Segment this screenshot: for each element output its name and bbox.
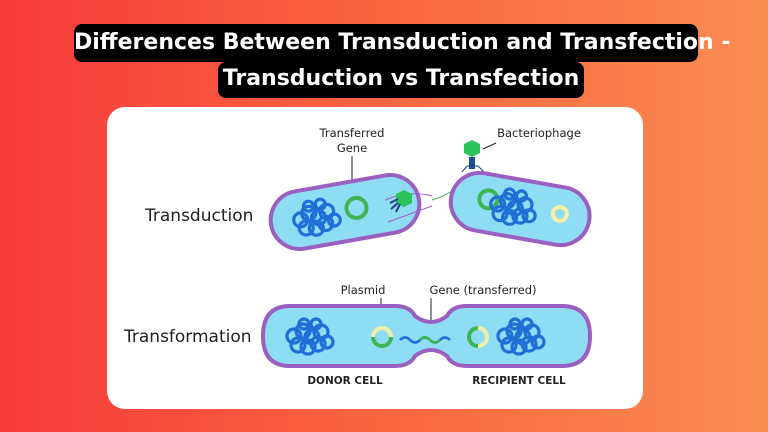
bacteriophage-icon bbox=[461, 140, 485, 173]
label-transferred-gene-line1: Transferred bbox=[319, 126, 385, 140]
row-label-transduction: Transduction bbox=[144, 206, 253, 226]
label-transferred-gene-line2: Gene bbox=[337, 141, 367, 155]
donor-cell-transduction bbox=[268, 173, 422, 251]
label-donor-cell: DONOR CELL bbox=[307, 375, 383, 387]
recipient-cell-transduction bbox=[448, 170, 592, 248]
label-gene-transferred: Gene (transferred) bbox=[429, 283, 536, 297]
title-line-2: Transduction vs Transfection bbox=[218, 62, 584, 98]
label-plasmid: Plasmid bbox=[341, 283, 386, 297]
title-line-1: Differences Between Transduction and Tra… bbox=[74, 24, 731, 62]
row-label-transformation: Transformation bbox=[123, 327, 252, 347]
label-recipient-cell: RECIPIENT CELL bbox=[472, 375, 566, 387]
conjugating-cells bbox=[260, 304, 593, 368]
label-bacteriophage: Bacteriophage bbox=[497, 126, 581, 140]
pointer-line bbox=[482, 142, 497, 150]
